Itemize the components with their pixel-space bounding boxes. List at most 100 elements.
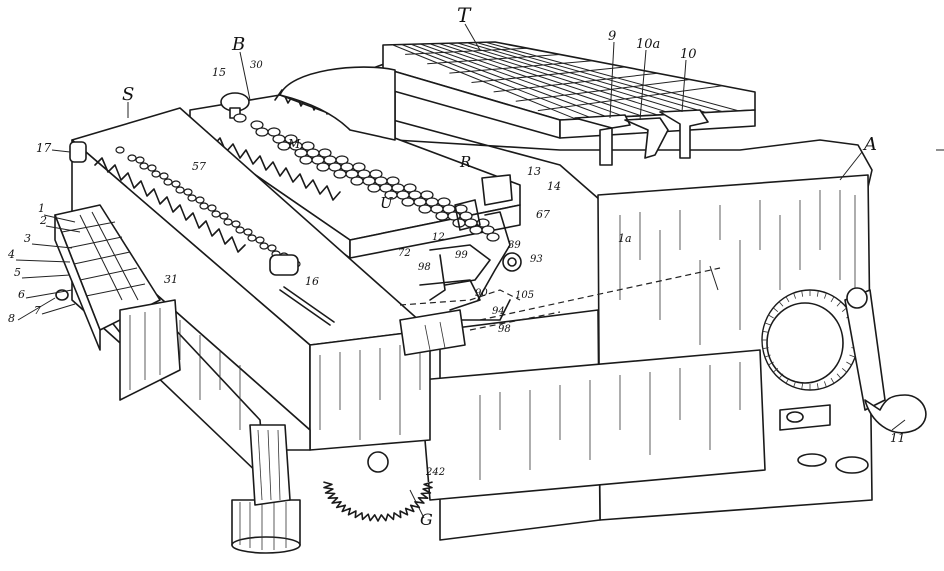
register-hole xyxy=(277,141,291,151)
keyboard-grid-line xyxy=(537,85,723,112)
wheel-knurl-line xyxy=(836,301,842,307)
wheel-knurl-line xyxy=(830,377,835,384)
wheel-knurl-line xyxy=(764,354,771,358)
levers-9-10 xyxy=(574,109,709,166)
label-16: 16 xyxy=(305,275,319,288)
slide-hole xyxy=(247,234,257,242)
handwheel xyxy=(761,289,859,391)
keyboard-grid-line xyxy=(405,47,528,55)
label-8: 8 xyxy=(8,312,15,325)
slide-hole xyxy=(243,228,253,236)
label-90: 90 xyxy=(475,288,488,299)
keypad-left xyxy=(54,204,181,401)
label-67: 67 xyxy=(536,208,550,221)
register-hole xyxy=(435,211,449,221)
slide-hole xyxy=(195,196,205,204)
wheel-knurl-line xyxy=(762,347,769,350)
gear-G xyxy=(323,451,433,522)
wheel-knurl-line xyxy=(801,290,804,297)
leader-lines xyxy=(15,23,906,519)
keyboard-grid-line xyxy=(515,79,691,102)
label-39: 39 xyxy=(508,240,521,251)
label-S: S xyxy=(122,84,134,105)
keyboard-grid-line xyxy=(438,43,658,116)
slide-hole xyxy=(223,218,233,226)
wheel-knurl-line xyxy=(764,322,771,326)
label-57: 57 xyxy=(192,160,206,173)
label-9: 9 xyxy=(608,29,616,44)
slide-hole xyxy=(175,186,185,194)
keyboard-grid-line xyxy=(476,42,723,113)
label-1a: 1a xyxy=(618,232,632,245)
register-hole xyxy=(333,169,347,179)
wheel-knurl-line xyxy=(785,296,790,303)
wheel-knurl-line xyxy=(816,290,819,297)
keyboard-grid-line xyxy=(420,43,626,118)
mechanism-center xyxy=(399,174,522,356)
register-hole xyxy=(316,162,330,172)
slide-hole xyxy=(231,220,241,228)
label-17: 17 xyxy=(36,141,52,155)
slide-hole xyxy=(163,178,173,186)
label-1: 1 xyxy=(38,202,45,215)
slide-hole xyxy=(219,212,229,220)
slide-hole xyxy=(267,244,277,252)
housing-body xyxy=(299,59,873,541)
register-hole xyxy=(384,190,398,200)
wheel-knurl-line xyxy=(785,377,790,384)
wheel-knurl-line xyxy=(830,296,835,303)
knob-17 xyxy=(69,141,87,163)
register-hole xyxy=(350,176,364,186)
register-hole xyxy=(418,204,432,214)
register-hole xyxy=(401,197,415,207)
slide-hole xyxy=(135,156,145,164)
label-R: R xyxy=(459,153,471,171)
labels: T B S A R M U G 9 10a 10 15 30 17 57 13 … xyxy=(7,3,905,529)
label-98b: 98 xyxy=(498,324,511,335)
keyboard-grid-line xyxy=(471,66,626,83)
wheel-knurl-line xyxy=(801,383,804,390)
label-94: 94 xyxy=(492,306,505,317)
slide-hole xyxy=(147,164,157,172)
label-12: 12 xyxy=(432,232,445,243)
register-hole xyxy=(486,232,500,242)
label-7: 7 xyxy=(34,304,41,317)
wheel-knurl-line xyxy=(768,314,774,319)
label-13: 13 xyxy=(527,165,541,178)
slide-hole xyxy=(235,226,245,234)
label-A: A xyxy=(862,134,877,155)
label-10: 10 xyxy=(680,47,697,62)
label-4: 4 xyxy=(7,248,15,261)
label-2: 2 xyxy=(39,214,47,227)
label-105: 105 xyxy=(515,290,534,301)
wheel-knurl-line xyxy=(778,373,784,379)
label-30: 30 xyxy=(250,60,263,71)
keyboard-grid-line xyxy=(457,42,691,114)
label-3: 3 xyxy=(24,232,31,245)
wheel-knurl-line xyxy=(816,383,819,390)
wheel-knurl-line xyxy=(823,381,827,388)
label-5: 5 xyxy=(14,266,21,279)
label-U: U xyxy=(380,194,394,212)
slide-hole xyxy=(115,146,125,154)
slide-hole xyxy=(159,172,169,180)
drum xyxy=(279,66,396,141)
wheel-knurl-line xyxy=(841,367,848,373)
wheel-knurl-line xyxy=(768,361,774,366)
keyboard-grid-line xyxy=(392,44,577,120)
keyboard-grid-line xyxy=(449,60,593,74)
wheel-knurl-line xyxy=(849,354,856,358)
keyboard-grid-line xyxy=(427,54,561,65)
label-14: 14 xyxy=(547,180,561,193)
wheel-knurl-line xyxy=(772,367,779,373)
feet xyxy=(231,424,869,554)
wheel-knurl-line xyxy=(793,381,797,388)
wheel-knurl-line xyxy=(836,373,842,379)
register-hole xyxy=(233,113,247,123)
label-15: 15 xyxy=(212,66,226,79)
slide-hole xyxy=(171,180,181,188)
wheel-knurl-line xyxy=(778,301,784,307)
label-93: 93 xyxy=(530,254,543,265)
